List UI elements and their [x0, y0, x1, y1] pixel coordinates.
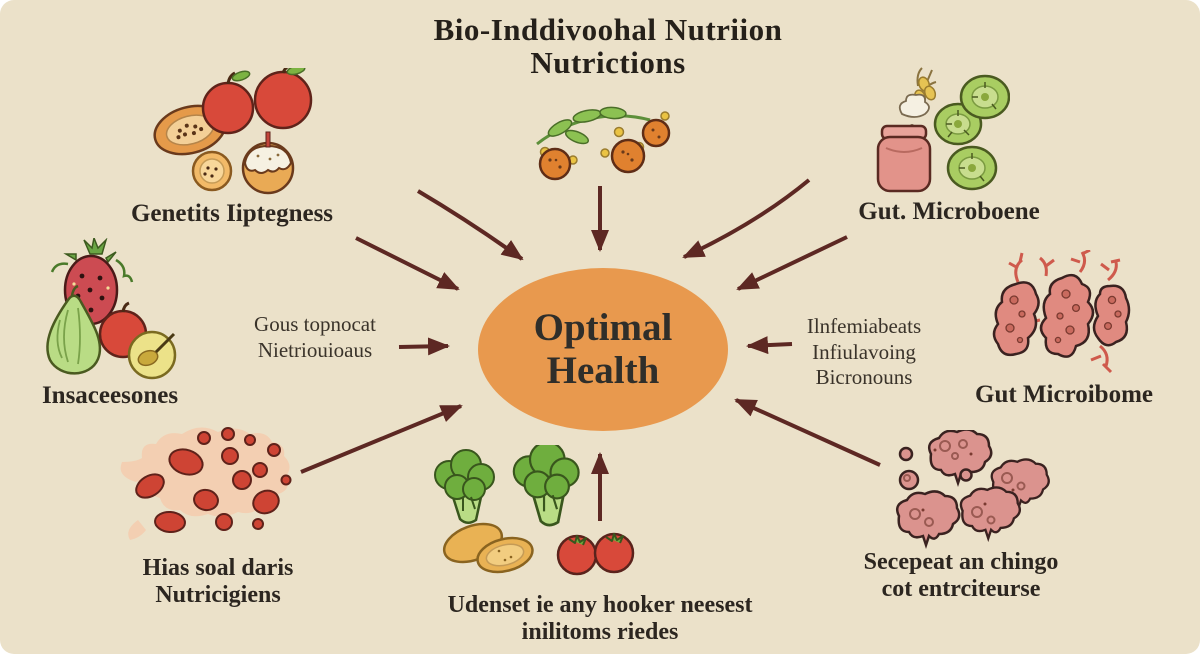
arrow-blood-to-center: [300, 404, 463, 474]
arrow-left-caption-to-center: [398, 337, 450, 356]
blood-cells-illustration: [120, 427, 292, 540]
right-caption-line2: Infiulavoing: [812, 339, 916, 364]
optimal-health-line2: Health: [546, 348, 660, 392]
bottom-caption: Udenset ie any hooker neesest inilitoms …: [448, 592, 753, 646]
veggies-illustration: [434, 445, 635, 576]
tomato-icon: [556, 534, 598, 576]
genetics-foods-illustration: [153, 68, 313, 195]
apple-icon: [201, 70, 255, 135]
left-caption-line2: Nietriouioaus: [257, 337, 373, 362]
arrow-genetics-to-center: [416, 189, 524, 261]
halved-fruit-icon: [127, 330, 177, 380]
kiwi-slice-icon: [946, 145, 998, 191]
left-caption: Gous topnocat Nietriouioaus: [254, 312, 376, 363]
seeds-sprig-illustration: [536, 106, 671, 181]
gourd-icon: [46, 284, 102, 375]
microbe-blob: [1092, 284, 1131, 347]
right-caption-line1: Ilnfemiabeats: [806, 314, 922, 338]
arrow-right-caption-to-center: [746, 336, 793, 355]
broccoli-icon: [512, 445, 580, 527]
apple-icon: [253, 68, 313, 130]
page-title-line1: Bio-Inddivoohal Nutriion: [433, 12, 783, 47]
brains-label-line2: cot entrciteurse: [881, 575, 1041, 602]
microbe-blob: [1039, 273, 1095, 358]
page-title-line2: Nutrictions: [530, 44, 686, 80]
gut-microbes-illustration: [992, 250, 1131, 374]
brains-label-line1: Secepeat an chingo: [863, 549, 1059, 575]
arrow-brains-to-center: [734, 398, 881, 467]
bottom-caption-line1: Udenset ie any hooker neesest: [447, 592, 753, 618]
broccoli-icon: [434, 449, 495, 524]
brains-label: Secepeat an chingo cot entrciteurse: [864, 549, 1059, 603]
blood-label: Hias soal daris Nutricigiens: [143, 555, 294, 609]
tomato-icon: [593, 532, 635, 574]
arrow-top-right-to-center: [682, 178, 811, 259]
gut-microibome-label: Gut Microibome: [975, 381, 1153, 408]
arrow-gut-jar-to-center: [736, 235, 848, 291]
insaceesones-label: Insaceesones: [41, 382, 179, 409]
left-fruits-illustration: [46, 238, 177, 380]
jar-wheat-kiwi-illustration: [876, 67, 1010, 193]
blood-label-line1: Hias soal daris: [142, 555, 294, 581]
optimal-health-node: Optimal Health: [478, 268, 728, 431]
microbe-blob: [992, 281, 1040, 357]
gut-microboene-label: Gut. Microboene: [858, 198, 1040, 225]
potato-slices-icon: [442, 522, 534, 574]
optimal-health-line1: Optimal: [533, 306, 673, 350]
frosted-bun-icon: [241, 131, 295, 195]
brains-illustration: [896, 430, 1050, 549]
arrow-left-upper-to-center: [355, 236, 460, 291]
left-caption-line1: Gous topnocat: [254, 312, 376, 336]
right-caption-line3: Bicronouns: [815, 365, 913, 390]
right-caption: Ilnfemiabeats Infiulavoing Bicronouns: [807, 314, 921, 391]
genetics-label: Genetits Iiptegness: [130, 200, 334, 227]
blood-label-line2: Nutricigiens: [155, 581, 281, 608]
kiwi-slice-icon: [959, 74, 1010, 120]
page-title: Bio-Inddivoohal Nutriion Nutrictions: [433, 12, 783, 80]
jar-icon: [876, 124, 932, 193]
fruit-slice-icon: [191, 150, 233, 192]
bottom-caption-line2: inilitoms riedes: [521, 618, 679, 645]
